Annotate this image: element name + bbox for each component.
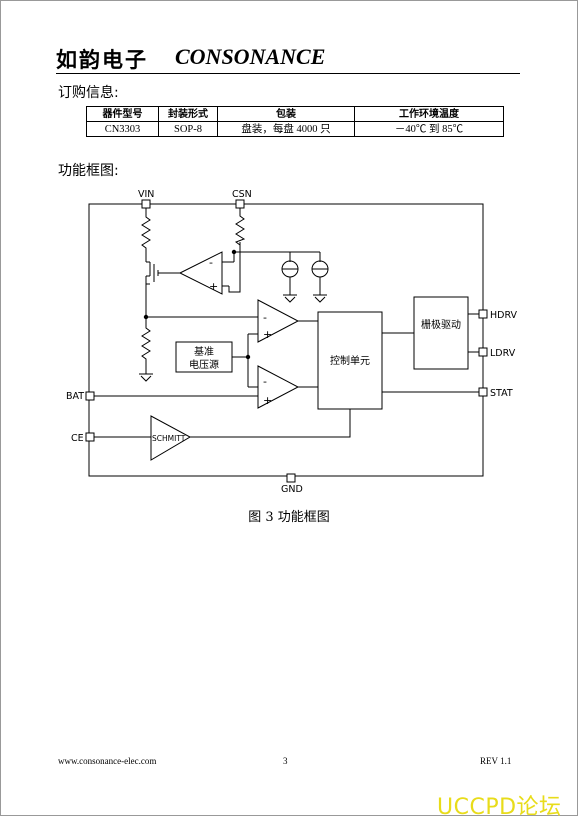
control-unit-label: 控制单元 <box>330 354 370 367</box>
pin-label-ldrv: LDRV <box>490 348 516 359</box>
comparator-lower-minus-sign: - <box>263 375 267 388</box>
divider-resistor <box>141 317 151 374</box>
pin-label-gnd: GND <box>281 484 303 495</box>
comparator-lower-plus-sign: + <box>263 394 272 407</box>
gate-driver-label: 栅极驱动 <box>421 318 461 331</box>
footer-website: www.consonance-elec.com <box>58 756 157 766</box>
pin-csn <box>235 199 245 209</box>
comparator-lower <box>257 365 300 409</box>
reference-label-line1: 基准 <box>194 345 214 358</box>
forum-watermark: UCCPD论坛 <box>437 795 562 820</box>
pin-ce <box>85 432 95 442</box>
pin-ldrv <box>478 347 488 357</box>
footer-page-number: 3 <box>283 756 288 766</box>
pin-label-bat: BAT <box>66 391 84 402</box>
gate-driver-block <box>413 296 469 370</box>
brand-chinese-name: 如韵电子 <box>56 47 148 72</box>
pin-stat <box>478 387 488 397</box>
sense-amplifier <box>178 251 223 295</box>
vin-resistor <box>141 208 151 262</box>
cell-packing: 盘装，每盘 4000 只 <box>217 121 355 137</box>
ordering-info-title: 订购信息: <box>58 85 119 101</box>
comparator-upper-minus-sign: - <box>263 311 267 324</box>
pin-label-vin: VIN <box>138 189 154 200</box>
figure-caption: 图 3 功能框图 <box>248 510 330 525</box>
comparator-upper-plus-sign: + <box>263 328 272 341</box>
pin-hdrv <box>478 309 488 319</box>
chip-outline <box>88 203 484 477</box>
pin-gnd <box>286 473 296 483</box>
sense-amp-plus-sign: + <box>209 280 218 293</box>
block-diagram-title: 功能框图: <box>58 163 119 179</box>
cell-temperature: －40℃ 到 85℃ <box>354 121 504 137</box>
reference-label-line2: 电压源 <box>189 358 219 371</box>
pin-label-hdrv: HDRV <box>490 310 518 321</box>
pin-label-csn: CSN <box>232 189 252 200</box>
comparator-upper <box>257 299 300 343</box>
sense-amp-minus-sign: - <box>209 256 213 269</box>
pin-label-stat: STAT <box>490 388 513 399</box>
csn-resistor <box>234 208 246 246</box>
pin-label-ce: CE <box>71 433 84 444</box>
footer-revision: REV 1.1 <box>480 756 512 766</box>
pin-vin <box>141 199 151 209</box>
ordering-table: 器件型号 封装形式 包装 工作环境温度 CN3303 SOP-8 盘装，每盘 4… <box>86 106 504 137</box>
brand-english-name: CONSONANCE <box>175 44 326 69</box>
pin-bat <box>85 391 95 401</box>
header-divider <box>56 73 520 74</box>
schmitt-label: SCHMITT <box>152 434 186 443</box>
table-row: CN3303 SOP-8 盘装，每盘 4000 只 －40℃ 到 85℃ <box>86 121 504 137</box>
schmitt-trigger <box>150 415 192 461</box>
